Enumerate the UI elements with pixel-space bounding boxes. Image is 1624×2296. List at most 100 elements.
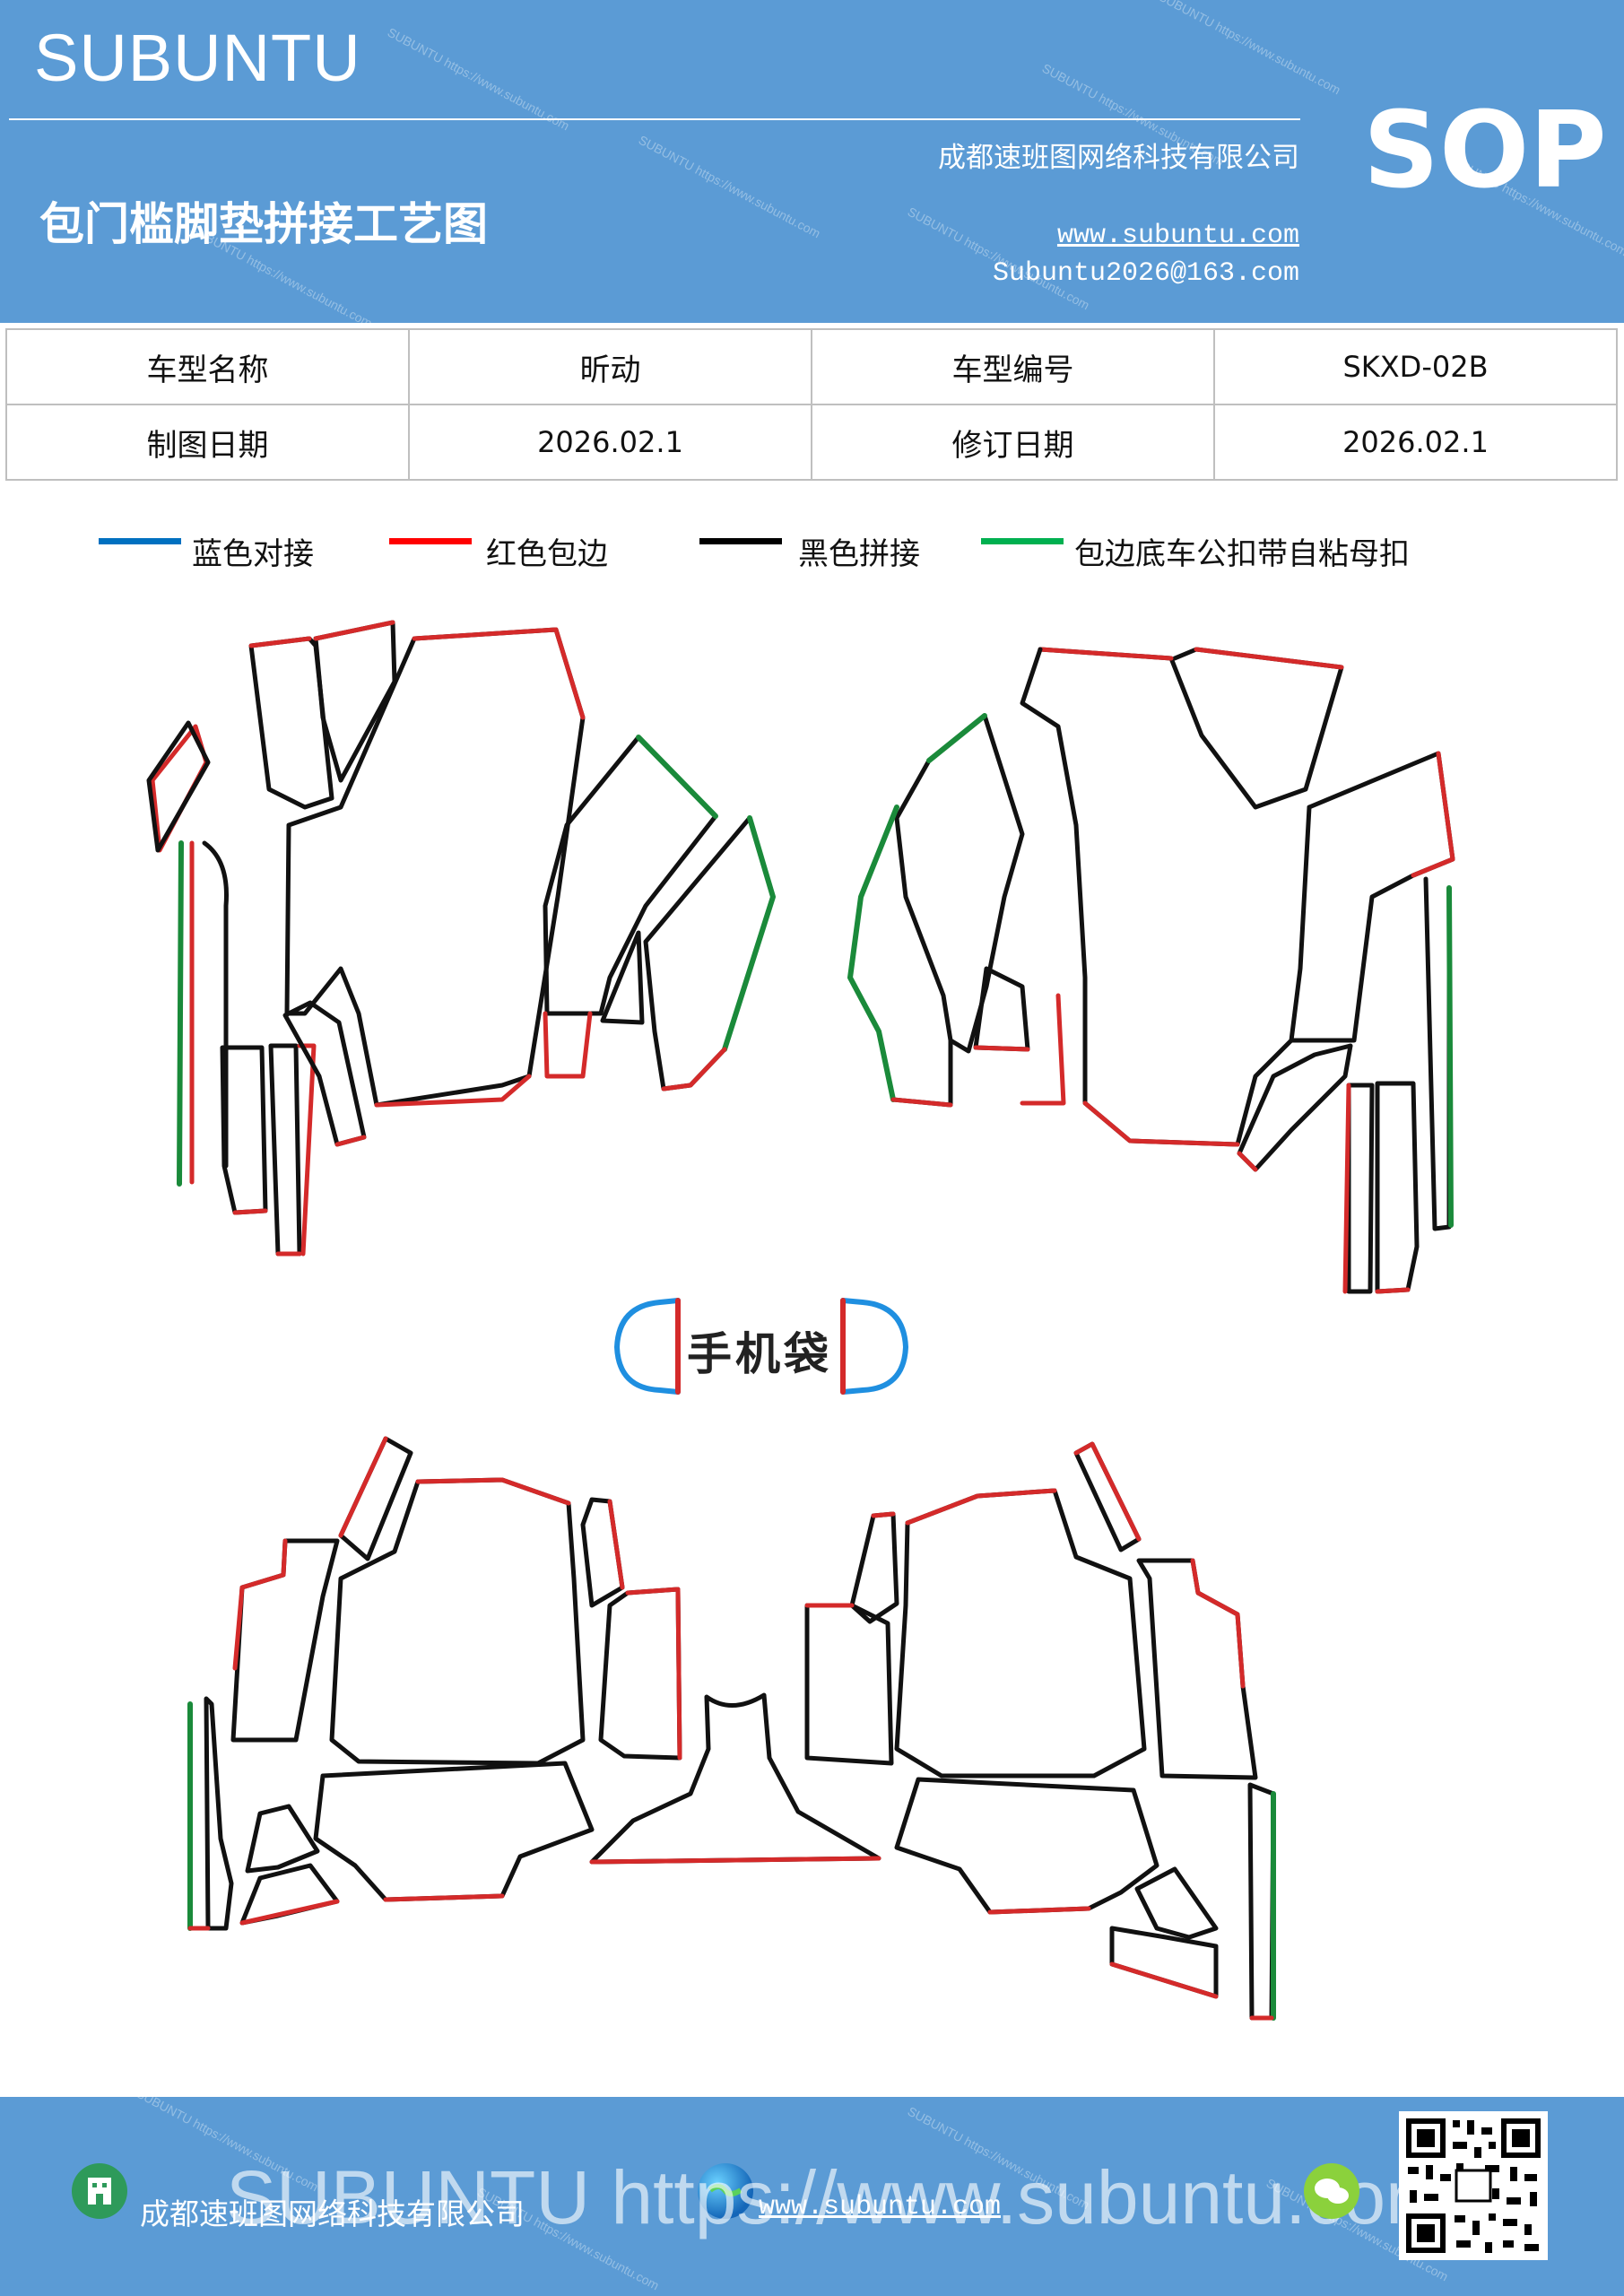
mat-edge-green bbox=[1446, 885, 1454, 1228]
legend-swatch bbox=[981, 538, 1064, 544]
mat-edge-red bbox=[589, 1856, 881, 1865]
mat-piece bbox=[804, 1603, 894, 1766]
mat-piece-center bbox=[589, 1692, 881, 1865]
legend-label: 红色包边 bbox=[486, 536, 608, 572]
sop-badge: SOP bbox=[1363, 88, 1607, 212]
mat-edge-red bbox=[1038, 647, 1174, 661]
mat-edge-red bbox=[232, 1538, 288, 1671]
model-name-value: 昕动 bbox=[408, 328, 812, 405]
mat-piece bbox=[204, 1696, 234, 1931]
upper-left-mat-group bbox=[146, 620, 776, 1257]
mat-piece bbox=[598, 1587, 682, 1761]
phone-bag-pieces bbox=[614, 1298, 908, 1395]
vehicle-info-table: 车型名称 昕动 车型编号 SKXD-02B 制图日期 2026.02.1 修订日… bbox=[5, 328, 1618, 481]
qr-code bbox=[1399, 2111, 1548, 2260]
mat-edge-black bbox=[202, 840, 229, 1169]
mat-edge-green bbox=[722, 815, 776, 1052]
header-banner: SUBUNTU https://www.subuntu.com SUBUNTU … bbox=[0, 0, 1624, 323]
mat-piece bbox=[220, 1045, 268, 1215]
mat-piece bbox=[600, 930, 645, 1025]
mat-piece bbox=[313, 1761, 595, 1902]
mat-edge-red bbox=[890, 1097, 953, 1108]
mat-edge-red bbox=[543, 1011, 593, 1079]
mat-piece bbox=[580, 1497, 625, 1608]
wechat-icon bbox=[1304, 2163, 1359, 2219]
mat-edge-red bbox=[987, 1906, 1091, 1915]
mat-edge-red bbox=[973, 1045, 1030, 1052]
legend-label: 黑色拼接 bbox=[798, 536, 920, 572]
model-code-label: 车型编号 bbox=[811, 328, 1215, 405]
website-link[interactable]: www.subuntu.com bbox=[1056, 221, 1299, 251]
mat-piece-main bbox=[894, 1488, 1147, 1779]
legend-label: 包边底车公扣带自粘母扣 bbox=[1074, 536, 1410, 572]
mat-edge-green bbox=[847, 804, 899, 1102]
mat-edge-green bbox=[636, 735, 718, 819]
revision-date-label: 修订日期 bbox=[811, 404, 1215, 481]
mat-piece bbox=[1375, 1081, 1420, 1294]
table-row: 制图日期 2026.02.1 修订日期 2026.02.1 bbox=[5, 404, 1618, 481]
mat-piece-main bbox=[1020, 647, 1312, 1147]
mat-piece bbox=[1237, 1043, 1353, 1172]
mat-edge-red bbox=[313, 620, 395, 641]
mat-edge-red bbox=[625, 1587, 682, 1761]
mat-piece bbox=[1073, 1441, 1142, 1552]
mat-piece bbox=[1109, 1926, 1219, 1999]
lower-right-mat-group bbox=[804, 1441, 1276, 2021]
mat-piece bbox=[1247, 1782, 1276, 2021]
legend-swatch bbox=[699, 538, 782, 544]
mat-piece bbox=[543, 735, 718, 1016]
mat-piece-main bbox=[329, 1477, 586, 1766]
table-row: 车型名称 昕动 车型编号 SKXD-02B bbox=[5, 328, 1618, 405]
mat-edge-red bbox=[248, 636, 312, 648]
lower-center-mat-group bbox=[589, 1692, 881, 1865]
mat-edge-red bbox=[1109, 1961, 1219, 1999]
mat-piece bbox=[1346, 1083, 1375, 1294]
header-divider bbox=[9, 118, 1300, 120]
mat-edge-red bbox=[415, 1477, 571, 1506]
company-building-icon bbox=[72, 2163, 127, 2219]
lower-left-mat-group bbox=[187, 1436, 682, 1931]
mat-edge-red bbox=[1020, 993, 1066, 1106]
mat-edge-red bbox=[383, 1893, 505, 1902]
footer-banner: SUBUNTU https://www.subuntu.com SUBUNTU … bbox=[0, 2097, 1624, 2296]
mat-piece bbox=[849, 1511, 899, 1624]
mat-edge-red bbox=[1411, 751, 1455, 878]
mat-piece bbox=[973, 966, 1030, 1052]
mat-edge-red bbox=[1375, 1287, 1411, 1294]
drawing-date-value: 2026.02.1 bbox=[408, 404, 812, 481]
mat-edge-green bbox=[177, 840, 184, 1187]
mat-edge-red bbox=[334, 1135, 367, 1147]
mat-edge-red bbox=[297, 1043, 317, 1257]
drawing-date-label: 制图日期 bbox=[5, 404, 410, 481]
footer-watermark: SUBUNTU https://www.subuntu.com bbox=[226, 2155, 1449, 2239]
mat-piece bbox=[1038, 647, 1344, 810]
email-link[interactable]: Subuntu2026@163.com bbox=[992, 258, 1299, 289]
mat-edge-red bbox=[1342, 1083, 1351, 1294]
revision-date-value: 2026.02.1 bbox=[1213, 404, 1618, 481]
mat-edge-red bbox=[1073, 1441, 1142, 1542]
mat-edge-red bbox=[1194, 647, 1344, 670]
mat-edge-red bbox=[607, 1499, 625, 1590]
phone-bag-edge-blue bbox=[614, 1298, 681, 1395]
mat-piece bbox=[146, 720, 211, 853]
upper-right-mat-group bbox=[847, 647, 1455, 1294]
company-name: 成都速班图网络科技有限公司 bbox=[938, 142, 1299, 174]
page-title: 包门槛脚垫拼接工艺图 bbox=[39, 197, 488, 250]
mat-piece bbox=[245, 1804, 320, 1874]
footer-company-name: 成都速班图网络科技有限公司 bbox=[140, 2196, 525, 2231]
footer-website-link[interactable]: www.subuntu.com bbox=[759, 2192, 1002, 2222]
globe-icon bbox=[698, 2163, 753, 2219]
mat-edge-red bbox=[338, 1436, 388, 1538]
mat-edge-red bbox=[239, 1899, 340, 1926]
mat-piece bbox=[894, 1777, 1159, 1915]
mat-piece-main bbox=[284, 627, 586, 1108]
floor-mat-diagram bbox=[146, 620, 1455, 2021]
model-code-value: SKXD-02B bbox=[1213, 328, 1618, 405]
phone-bag-edge-blue bbox=[840, 1298, 908, 1395]
mat-edge-red bbox=[1237, 1151, 1258, 1172]
mat-piece bbox=[894, 713, 1025, 1054]
mat-edge-red bbox=[905, 1488, 1057, 1526]
mat-piece bbox=[268, 1043, 302, 1257]
mat-edge-red bbox=[374, 1074, 532, 1108]
mat-piece bbox=[1134, 1866, 1219, 1940]
